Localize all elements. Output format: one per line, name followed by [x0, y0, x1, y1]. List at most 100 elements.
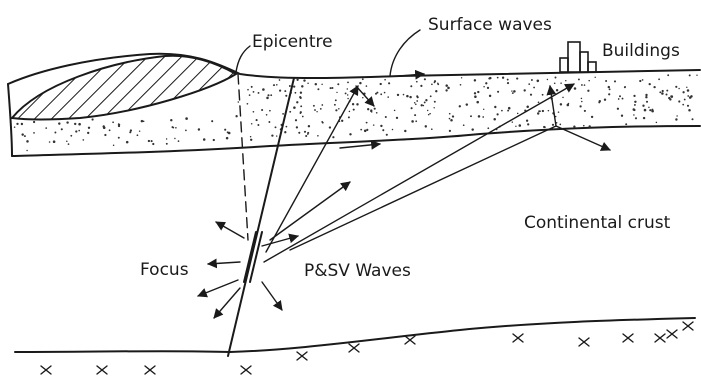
stipple-dot — [555, 77, 557, 79]
stipple-dot — [560, 103, 562, 105]
stipple-dot — [172, 126, 174, 128]
stipple-dot — [409, 96, 411, 98]
stipple-dot — [68, 143, 70, 145]
stipple-dot — [519, 124, 522, 127]
stipple-dot — [658, 78, 660, 80]
stipple-dot — [295, 92, 297, 94]
stipple-dot — [619, 95, 621, 97]
mantle-cross — [655, 334, 665, 342]
stipple-dot — [330, 87, 332, 89]
stipple-dot — [321, 84, 322, 85]
stipple-dot — [335, 109, 337, 111]
stipple-dot — [380, 93, 382, 95]
stipple-dot — [539, 110, 541, 112]
fault-line — [228, 78, 294, 356]
stipple-dot — [21, 123, 23, 125]
stipple-dot — [130, 129, 132, 131]
stipple-dot — [282, 113, 284, 115]
stipple-dot — [538, 101, 540, 103]
stipple-dot — [526, 105, 529, 108]
stipple-dot — [617, 108, 619, 110]
stipple-dot — [364, 130, 367, 133]
stipple-dot — [559, 124, 561, 126]
stipple-dot — [671, 95, 674, 98]
stipple-dot — [174, 138, 175, 139]
stipple-dot — [78, 130, 80, 132]
stipple-dot — [70, 135, 72, 137]
stipple-dot — [578, 78, 580, 80]
stipple-dot — [300, 92, 302, 94]
mantle-cross — [241, 366, 251, 374]
stipple-dot — [285, 95, 287, 97]
stipple-dot — [353, 109, 355, 111]
stipple-dot — [78, 123, 81, 126]
stipple-dot — [598, 101, 600, 103]
stipple-dot — [477, 91, 479, 93]
stipple-dot — [445, 89, 447, 91]
stipple-dot — [373, 124, 374, 125]
stipple-dot — [466, 103, 468, 105]
stipple-dot — [238, 101, 240, 103]
stipple-dot — [554, 83, 556, 85]
stipple-dot — [329, 126, 331, 128]
stipple-dot — [662, 90, 664, 92]
stipple-dot — [430, 95, 432, 97]
stipple-dot — [284, 90, 286, 92]
stipple-dot — [605, 80, 607, 82]
stipple-dot — [380, 125, 382, 127]
stipple-dot — [642, 79, 644, 81]
stipple-dot — [307, 82, 309, 84]
label-buildings: Buildings — [602, 41, 680, 61]
stipple-dot — [459, 105, 461, 107]
stipple-dot — [649, 109, 651, 111]
stipple-dot — [349, 133, 351, 135]
stipple-dot — [303, 79, 305, 81]
stipple-dot — [687, 95, 689, 97]
label-focus: Focus — [140, 260, 189, 280]
stipple-dot — [334, 104, 336, 106]
stipple-dot — [414, 102, 416, 104]
stipple-dot — [682, 104, 684, 106]
stipple-dot — [511, 90, 512, 91]
stipple-dot — [675, 86, 677, 88]
stipple-dot — [556, 89, 558, 91]
stipple-dot — [33, 121, 35, 123]
stipple-dot — [651, 109, 653, 111]
stipple-dot — [537, 112, 539, 114]
stipple-dot — [268, 121, 270, 123]
stipple-dot — [624, 86, 626, 88]
stipple-dot — [293, 85, 295, 87]
stipple-dot — [226, 137, 229, 140]
stipple-dot — [542, 94, 544, 96]
stipple-dot — [633, 109, 635, 111]
stipple-dot — [335, 99, 337, 101]
stipple-dot — [296, 101, 298, 103]
stipple-dot — [392, 129, 394, 131]
stipple-dot — [507, 82, 509, 84]
stipple-dot — [425, 125, 427, 127]
stipple-dot — [512, 92, 514, 94]
stipple-dot — [489, 95, 491, 97]
stipple-dot — [374, 108, 376, 110]
stipple-dot — [645, 94, 647, 96]
stipple-dot — [461, 77, 462, 78]
surface-waves-leader — [390, 30, 420, 76]
stipple-dot — [279, 79, 281, 81]
stipple-dot — [552, 124, 554, 126]
stipple-dot — [691, 118, 693, 120]
stipple-dot — [688, 109, 691, 112]
stipple-dot — [471, 128, 473, 130]
stipple-dot — [502, 77, 504, 79]
stipple-dot — [427, 110, 428, 111]
stipple-dot — [449, 130, 451, 132]
label-surface-waves: Surface waves — [428, 15, 552, 35]
stipple-dot — [463, 124, 465, 126]
stipple-dot — [689, 96, 692, 99]
stipple-dot — [317, 88, 319, 90]
stipple-dot — [295, 119, 297, 121]
stipple-dot — [275, 126, 277, 128]
stipple-dot — [366, 85, 368, 87]
stipple-dot — [213, 139, 215, 141]
stipple-dot — [429, 113, 431, 115]
stipple-dot — [687, 89, 690, 92]
